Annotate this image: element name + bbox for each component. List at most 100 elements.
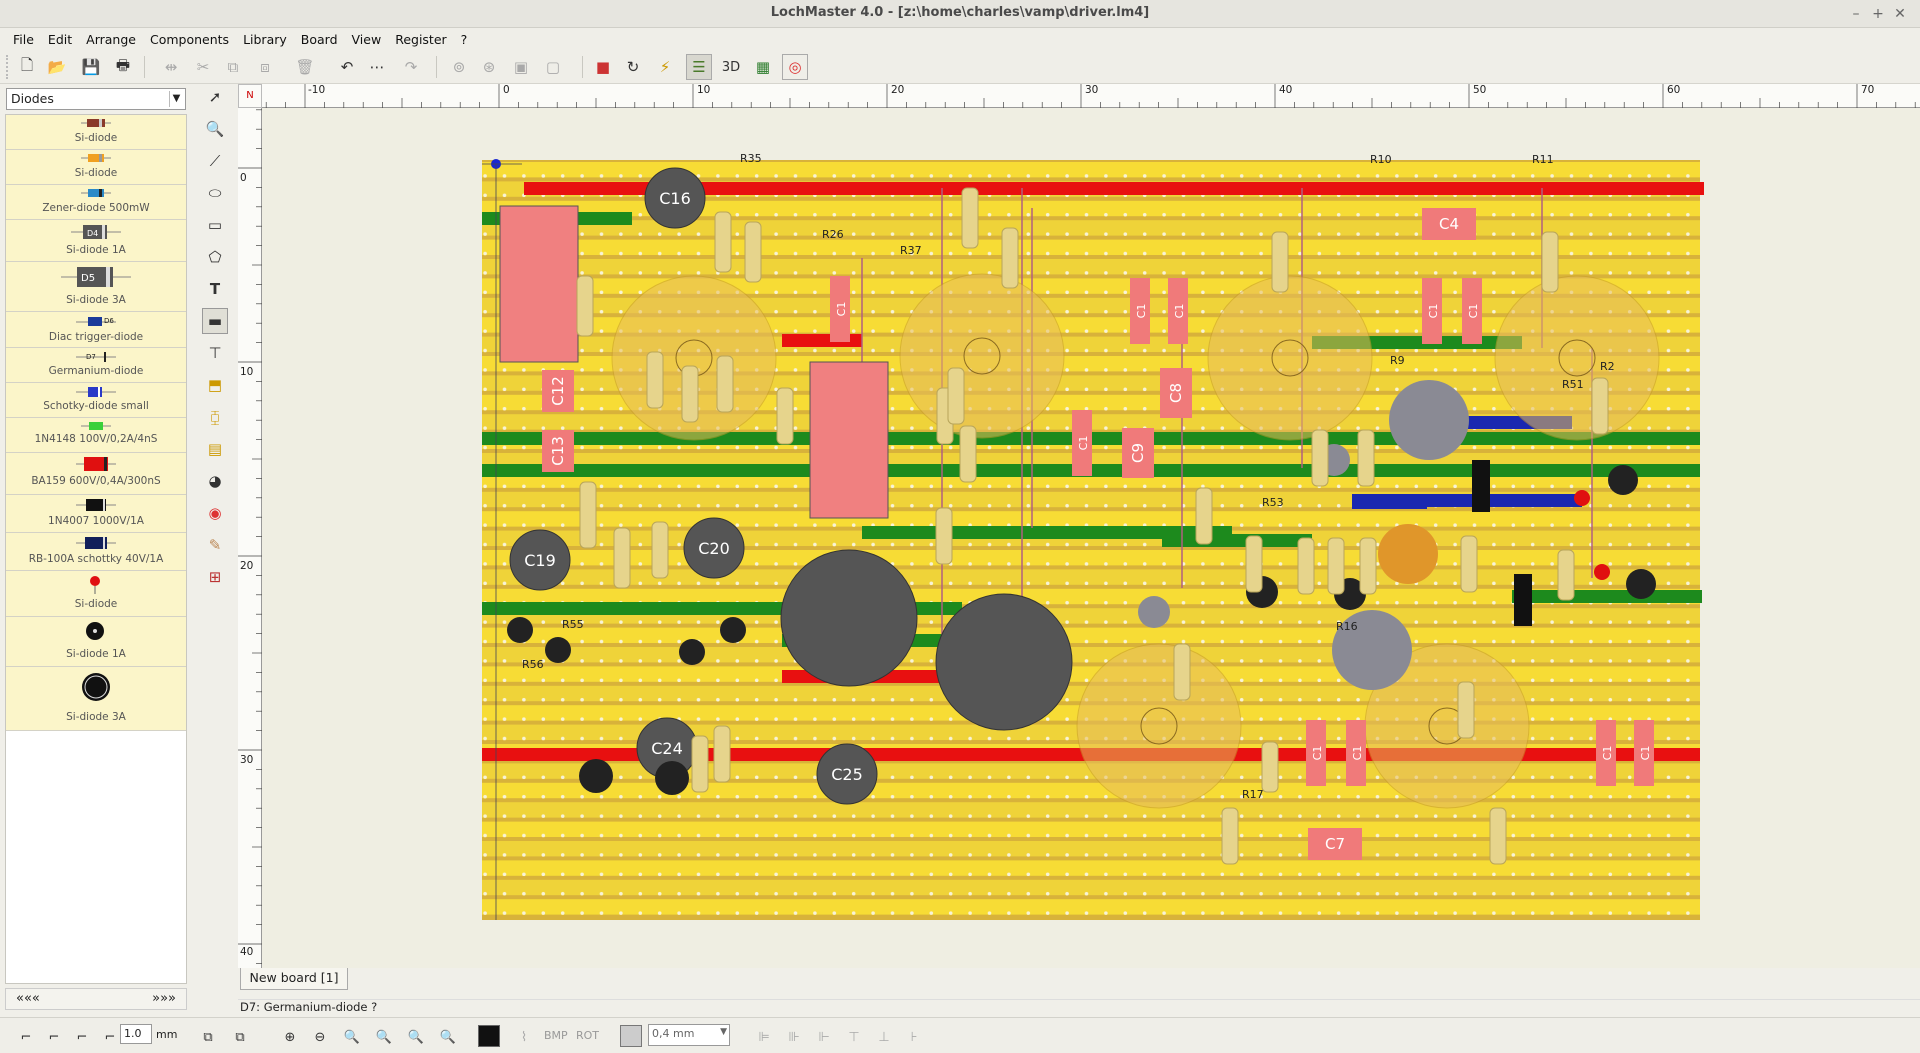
polygon-icon[interactable]: ⬠ (208, 248, 222, 266)
target-icon[interactable]: ◎ (782, 54, 808, 80)
fill-color-swatch[interactable] (478, 1025, 500, 1047)
component-tool-icon[interactable]: ▬ (202, 308, 228, 334)
library-item[interactable]: 1N4148 100V/0,2A/4nS (6, 418, 186, 453)
line-color-swatch[interactable] (620, 1025, 642, 1047)
maximize-icon[interactable]: + (1872, 6, 1884, 22)
zoom-page-icon[interactable]: 🔍 (375, 1029, 393, 1045)
zoom-select-icon[interactable]: 🔍 (407, 1029, 425, 1045)
ungroup-icon[interactable]: ⊛ (482, 58, 496, 76)
library-item[interactable]: Schotky-diode small (6, 383, 186, 418)
tracks-view-icon[interactable]: ☰ (686, 54, 712, 80)
align-middle-icon[interactable]: ⊥ (878, 1029, 890, 1045)
library-item[interactable]: Si-diode (6, 115, 186, 150)
minimize-icon[interactable]: – (1852, 6, 1860, 22)
ellipse-icon[interactable]: ⬭ (208, 184, 222, 202)
library-category-select[interactable]: Diodes ▼ (6, 88, 186, 110)
close-icon[interactable]: ✕ (1894, 6, 1906, 22)
zoom-out-icon[interactable]: ⊖ (314, 1029, 326, 1045)
align-left-icon[interactable]: ⊫ (758, 1029, 770, 1045)
rot-button[interactable]: ROT (576, 1029, 600, 1042)
library-next-button[interactable]: »»» (152, 991, 176, 1006)
view-3d-button[interactable]: 3D (721, 59, 741, 75)
send-back-icon[interactable]: ▢ (545, 58, 561, 76)
menu-library[interactable]: Library (243, 31, 287, 47)
bridge-icon[interactable]: ⧮ (210, 408, 220, 426)
select-arrow-icon[interactable]: ➚ (208, 88, 222, 106)
wire-diagonal-icon[interactable]: ⌐ (48, 1029, 60, 1045)
menu-register[interactable]: Register (395, 31, 447, 47)
zoom-icon[interactable]: 🔍 (205, 120, 225, 138)
grid-size-input[interactable]: 1.0 (120, 1024, 152, 1044)
library-item[interactable]: D4 Si-diode 1A (6, 220, 186, 262)
snap-icon[interactable]: ⧉ (203, 1029, 213, 1045)
menu-components[interactable]: Components (149, 31, 230, 47)
menu-board[interactable]: Board (300, 31, 338, 47)
zoom-in-icon[interactable]: ⊕ (284, 1029, 296, 1045)
align-bottom-icon[interactable]: ⊦ (910, 1029, 918, 1045)
pen-icon[interactable]: ✎ (208, 536, 222, 554)
library-item[interactable]: D5 Si-diode 3A (6, 262, 186, 312)
colors-icon[interactable]: ■ (595, 58, 611, 76)
group-icon[interactable]: ⊚ (452, 58, 466, 76)
wire-straight-icon[interactable]: ⌐ (20, 1029, 32, 1045)
rectangle-icon[interactable]: ▭ (207, 216, 223, 234)
grid-view-icon[interactable]: ▦ (755, 58, 771, 76)
more-icon[interactable]: ⋯ (369, 58, 385, 76)
library-item[interactable]: BA159 600V/0,4A/300nS (6, 453, 186, 495)
open-file-icon[interactable]: 📂 (47, 58, 67, 76)
rotate-view-icon[interactable]: ↻ (626, 58, 640, 76)
line-width-select[interactable]: 0,4 mm ▼ (648, 1024, 730, 1046)
measure-icon[interactable]: ⬒ (207, 376, 223, 394)
board-tab[interactable]: New board [1] (240, 968, 348, 990)
align-top-icon[interactable]: ⊤ (848, 1029, 860, 1045)
zoom-fit-icon[interactable]: 🔍 (343, 1029, 361, 1045)
toolbar-grip[interactable] (6, 55, 10, 79)
align-center-icon[interactable]: ⊪ (788, 1029, 800, 1045)
library-item[interactable]: Si-diode (6, 571, 186, 617)
text-tool-icon[interactable]: T (209, 280, 221, 298)
rubber-icon[interactable]: ⌇ (520, 1029, 528, 1045)
dimension-icon[interactable]: ⊞ (208, 568, 222, 586)
zener-symbol-icon (81, 189, 111, 197)
duplicate-icon[interactable]: ⧈ (260, 58, 270, 76)
bmp-button[interactable]: BMP (544, 1029, 568, 1042)
new-file-icon[interactable]: 🗋 (20, 55, 34, 74)
menu-arrange[interactable]: Arrange (86, 31, 136, 47)
library-item[interactable]: Zener-diode 500mW (6, 185, 186, 220)
wire-bend-icon[interactable]: ⌐ (104, 1029, 116, 1045)
library-item[interactable]: Si-diode 1A (6, 617, 186, 667)
align-right-icon[interactable]: ⊩ (818, 1029, 830, 1045)
library-prev-button[interactable]: ««« (16, 991, 40, 1006)
menu-edit[interactable]: Edit (47, 31, 73, 47)
library-item[interactable]: D6 Diac trigger-diode (6, 312, 186, 348)
pad-icon[interactable]: ◉ (208, 504, 222, 522)
print-icon[interactable]: 🖶 (115, 55, 131, 74)
ruler-origin-button[interactable]: N (238, 84, 262, 108)
menu-view[interactable]: View (351, 31, 382, 47)
cut-track-icon[interactable]: ⚡ (659, 58, 671, 76)
zoom-prev-icon[interactable]: 🔍 (439, 1029, 457, 1045)
bring-front-icon[interactable]: ▣ (513, 58, 529, 76)
undo-icon[interactable]: ↶ (340, 58, 354, 76)
cut-icon[interactable]: ✂ (196, 58, 210, 76)
mirror-icon[interactable]: ⇹ (164, 58, 178, 76)
copy-icon[interactable]: ⧉ (227, 58, 239, 76)
menu-help[interactable]: ? (460, 31, 468, 47)
track-icon[interactable]: ▤ (207, 440, 223, 458)
save-icon[interactable]: 💾 (81, 58, 101, 76)
library-item[interactable]: Si-diode (6, 150, 186, 185)
library-item[interactable]: D7 Germanium-diode (6, 348, 186, 383)
wire-icon[interactable]: ⟋ (209, 152, 221, 170)
solder-icon[interactable]: ⊤ (208, 344, 222, 362)
wire-curve-icon[interactable]: ⌐ (76, 1029, 88, 1045)
library-item[interactable]: RB-100A schottky 40V/1A (6, 533, 186, 571)
library-item[interactable]: 1N4007 1000V/1A (6, 495, 186, 533)
redo-icon[interactable]: ↷ (404, 58, 418, 76)
library-item[interactable]: Si-diode 3A (6, 667, 186, 731)
drill-icon[interactable]: ◕ (208, 472, 222, 490)
delete-icon[interactable]: 🗑 (295, 58, 315, 76)
menu-file[interactable]: File (13, 31, 34, 47)
magnet-icon[interactable]: ⧉ (235, 1029, 245, 1045)
